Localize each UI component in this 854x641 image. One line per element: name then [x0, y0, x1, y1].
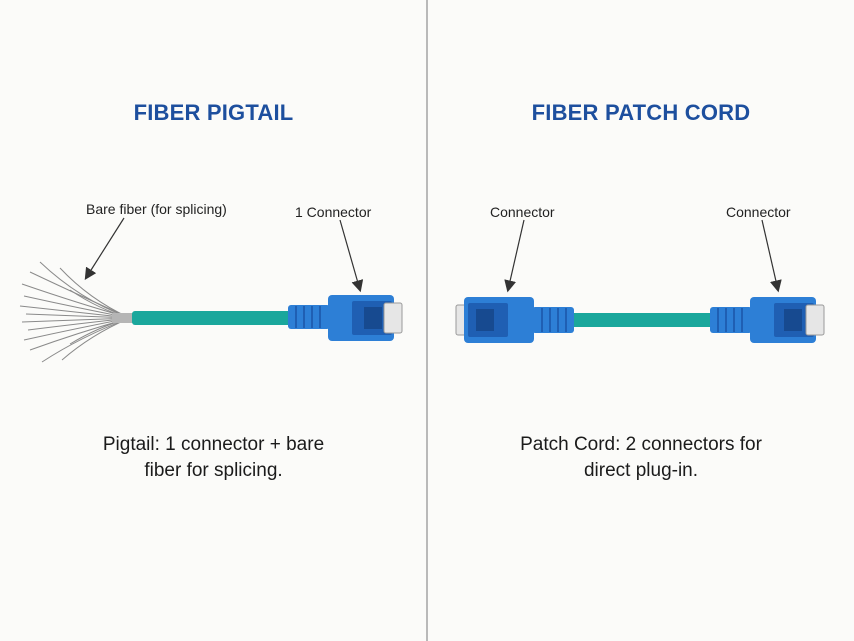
- patch-right-connector-label: Connector: [726, 204, 791, 220]
- pigtail-title: FIBER PIGTAIL: [133, 100, 294, 125]
- patch-cord-title: FIBER PATCH CORD: [531, 100, 751, 125]
- bare-fiber-label: Bare fiber (for splicing): [86, 201, 227, 217]
- patch-left-connector-label: Connector: [490, 204, 555, 220]
- patch-left-connector: [455, 297, 574, 343]
- stripped-fiber-end: [112, 313, 134, 323]
- pigtail-connector-label: 1 Connector: [295, 204, 372, 220]
- pigtail-cable: [132, 311, 292, 325]
- pigtail-connector-arrow: [339, 219, 364, 293]
- patch-right-connector: [710, 297, 825, 343]
- pigtail-connector: [288, 295, 403, 341]
- pigtail-panel: FIBER PIGTAIL Bare fiber (for splicing) …: [0, 100, 427, 484]
- patch-left-connector-arrow: [504, 219, 525, 293]
- pigtail-illustration: [19, 217, 403, 363]
- patch-cord-cable: [568, 313, 718, 327]
- panel-divider: [426, 0, 428, 641]
- bare-fibers: [19, 261, 131, 363]
- patch-caption-line1: Patch Cord: 2 connectors for: [520, 434, 762, 455]
- patch-caption-line2: direct plug-in.: [583, 460, 699, 481]
- pigtail-caption-line1: Pigtail: 1 connector + bare: [102, 434, 325, 455]
- patch-right-connector-arrow: [761, 219, 782, 293]
- pigtail-caption: Pigtail: 1 connector + bare fiber for sp…: [0, 432, 427, 484]
- bare-fiber-arrow: [84, 217, 125, 281]
- patch-cord-caption: Patch Cord: 2 connectors for direct plug…: [428, 432, 854, 484]
- patch-cord-illustration: [455, 219, 825, 343]
- patch-cord-panel: FIBER PATCH CORD Connector Connector: [428, 0, 854, 641]
- pigtail-caption-line2: fiber for splicing.: [144, 460, 283, 481]
